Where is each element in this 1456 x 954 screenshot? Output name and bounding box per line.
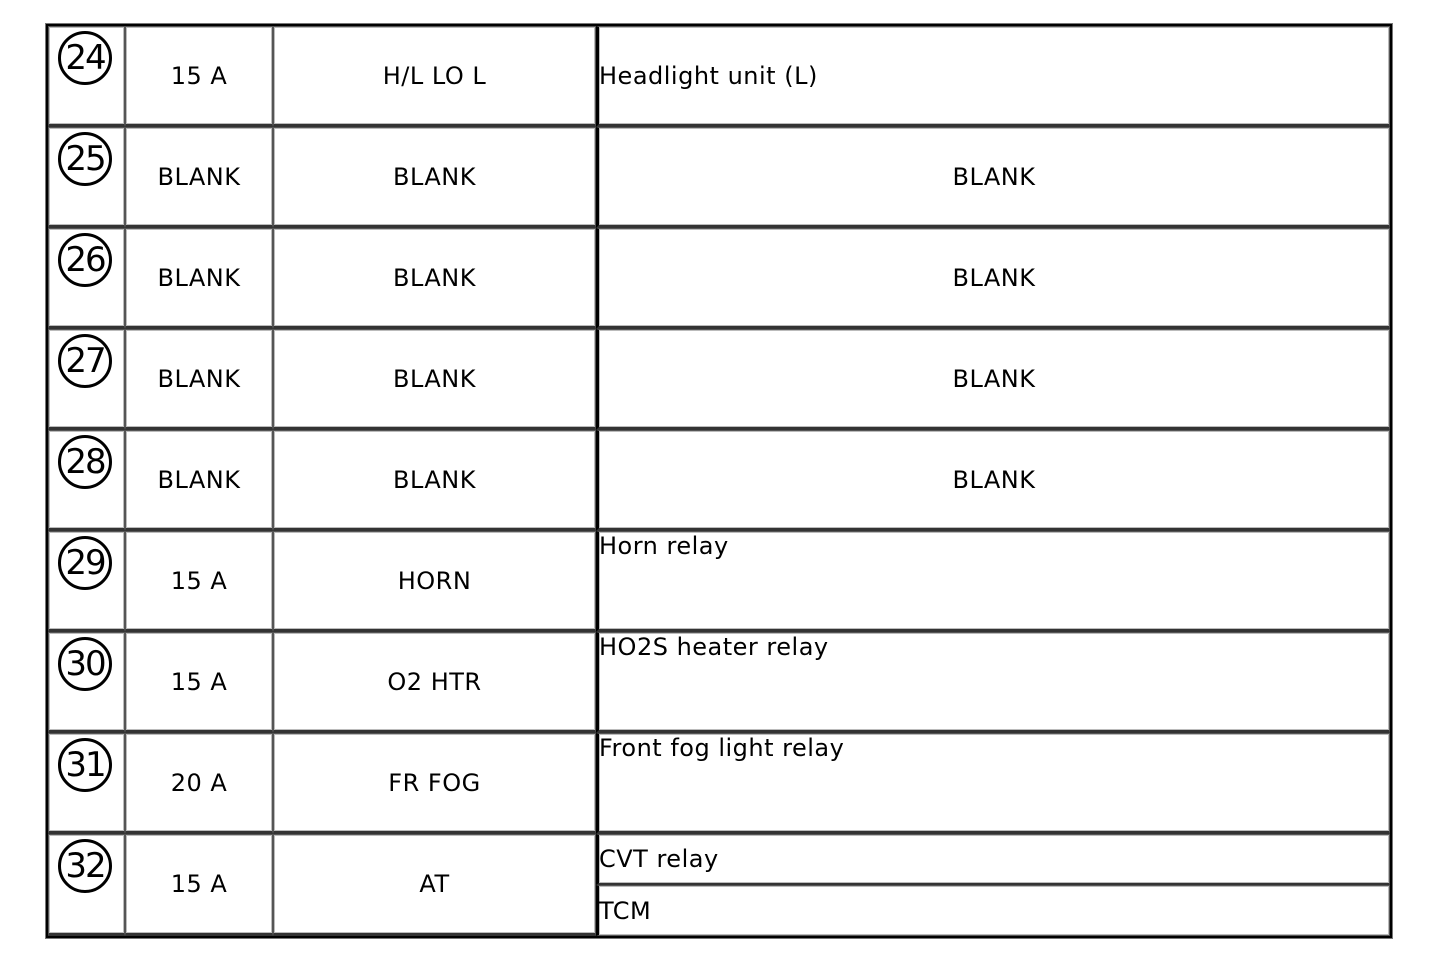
fuse-amperage: BLANK <box>125 127 273 228</box>
fuse-row-32-continued: TCM <box>48 885 1390 936</box>
fuse-number-badge: 25 <box>58 132 112 186</box>
fuse-circuit: TCM <box>596 885 1390 936</box>
fuse-number-badge: 30 <box>58 637 112 691</box>
fuse-number-cell: 24 <box>48 26 125 127</box>
fuse-name: BLANK <box>273 329 596 430</box>
fuse-row-31: 31 20 A FR FOG Front fog light relay <box>48 733 1390 834</box>
fuse-amperage: 15 A <box>125 834 273 936</box>
fuse-number-cell: 29 <box>48 531 125 632</box>
fuse-number-badge: 29 <box>58 536 112 590</box>
fuse-circuit: Headlight unit (L) <box>596 26 1390 127</box>
fuse-name: O2 HTR <box>273 632 596 733</box>
fuse-row-30: 30 15 A O2 HTR HO2S heater relay <box>48 632 1390 733</box>
fuse-number-cell: 30 <box>48 632 125 733</box>
fuse-amperage: BLANK <box>125 228 273 329</box>
fuse-number-cell: 31 <box>48 733 125 834</box>
fuse-amperage: 15 A <box>125 26 273 127</box>
fuse-number-cell: 32 <box>48 834 125 936</box>
fuse-name: BLANK <box>273 430 596 531</box>
fuse-circuit: CVT relay <box>596 834 1390 885</box>
fuse-row-27: 27 BLANK BLANK BLANK <box>48 329 1390 430</box>
fuse-name: FR FOG <box>273 733 596 834</box>
fuse-circuit: BLANK <box>596 127 1390 228</box>
fuse-number-badge: 32 <box>58 839 112 893</box>
fuse-row-25: 25 BLANK BLANK BLANK <box>48 127 1390 228</box>
fuse-row-24: 24 15 A H/L LO L Headlight unit (L) <box>48 26 1390 127</box>
fuse-number-badge: 28 <box>58 435 112 489</box>
fuse-name: HORN <box>273 531 596 632</box>
fuse-number-badge: 24 <box>58 31 112 85</box>
fuse-row-29: 29 15 A HORN Horn relay <box>48 531 1390 632</box>
fuse-name: BLANK <box>273 228 596 329</box>
fuse-number-cell: 27 <box>48 329 125 430</box>
fuse-number-cell: 28 <box>48 430 125 531</box>
fuse-circuit: BLANK <box>596 329 1390 430</box>
fuse-row-32: 32 15 A AT CVT relay <box>48 834 1390 936</box>
fuse-row-26: 26 BLANK BLANK BLANK <box>48 228 1390 329</box>
fuse-number-cell: 26 <box>48 228 125 329</box>
fuse-row-28: 28 BLANK BLANK BLANK <box>48 430 1390 531</box>
fuse-amperage: BLANK <box>125 329 273 430</box>
fuse-circuit: Horn relay <box>596 531 1390 632</box>
fuse-table: 24 15 A H/L LO L Headlight unit (L) 25 B… <box>46 24 1392 938</box>
fuse-name: AT <box>273 834 596 936</box>
fuse-name: BLANK <box>273 127 596 228</box>
fuse-circuit: BLANK <box>596 430 1390 531</box>
fuse-number-badge: 27 <box>58 334 112 388</box>
fuse-number-badge: 26 <box>58 233 112 287</box>
fuse-amperage: 15 A <box>125 632 273 733</box>
fuse-number-cell: 25 <box>48 127 125 228</box>
fuse-circuit: Front fog light relay <box>596 733 1390 834</box>
fuse-amperage: 15 A <box>125 531 273 632</box>
fuse-name: H/L LO L <box>273 26 596 127</box>
fuse-amperage: BLANK <box>125 430 273 531</box>
fuse-circuit: HO2S heater relay <box>596 632 1390 733</box>
fuse-circuit: BLANK <box>596 228 1390 329</box>
fuse-number-badge: 31 <box>58 738 112 792</box>
fuse-amperage: 20 A <box>125 733 273 834</box>
